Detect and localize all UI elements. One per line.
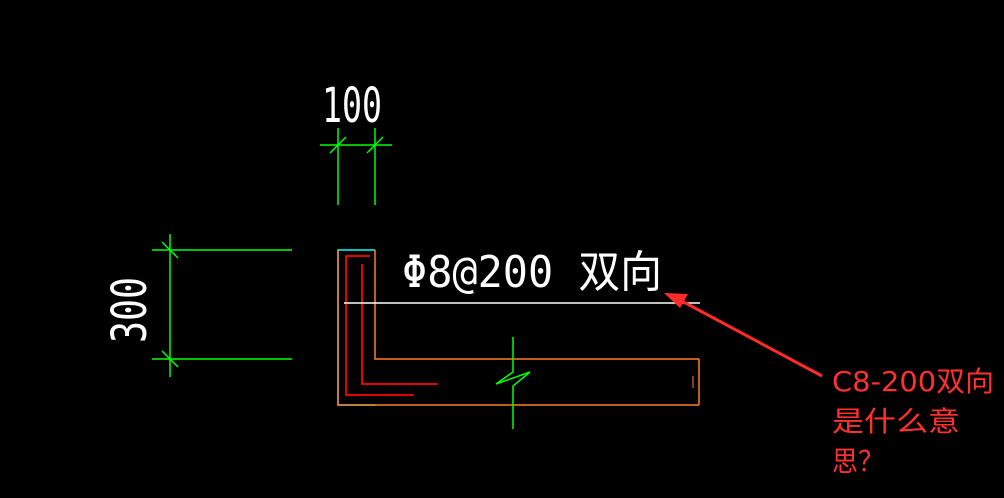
dimension-width-label: 100 — [322, 78, 382, 134]
rebar-lines — [345, 255, 438, 396]
question-line-2: 是什么意 — [832, 405, 960, 438]
question-text: C8-200双向 是什么意 思？ — [832, 365, 994, 478]
dimension-top-100: 100 — [320, 78, 392, 205]
break-line — [495, 337, 531, 429]
annotation-arrow — [664, 293, 823, 378]
rebar-spec-label: Φ8@200 双向 — [402, 247, 662, 298]
formwork-outline — [337, 249, 375, 406]
concrete-outline — [337, 250, 700, 406]
question-line-1: C8-200双向 — [832, 365, 994, 398]
question-line-3: 思？ — [832, 445, 884, 478]
dimension-left-300: 300 — [102, 234, 292, 377]
dimension-height-label: 300 — [102, 277, 158, 343]
